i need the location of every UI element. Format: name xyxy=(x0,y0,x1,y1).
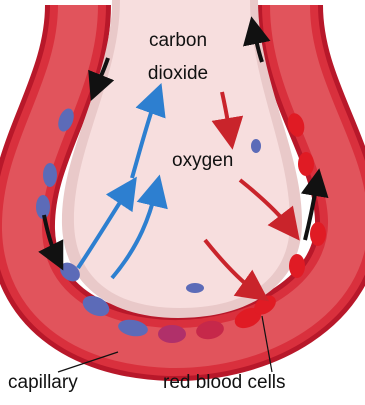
red-blood-cell xyxy=(289,254,305,278)
label-carbon: carbon xyxy=(132,30,224,52)
label-red-blood-cells: red blood cells xyxy=(163,372,286,394)
red-blood-cell xyxy=(43,163,57,187)
red-blood-cell xyxy=(251,139,261,153)
red-blood-cell xyxy=(310,222,326,246)
label-oxygen: oxygen xyxy=(172,150,233,172)
label-capillary: capillary xyxy=(8,372,78,394)
red-blood-cell xyxy=(158,325,186,343)
red-blood-cell xyxy=(186,283,204,293)
label-dioxide: dioxide xyxy=(132,63,224,85)
red-blood-cell xyxy=(298,152,314,176)
